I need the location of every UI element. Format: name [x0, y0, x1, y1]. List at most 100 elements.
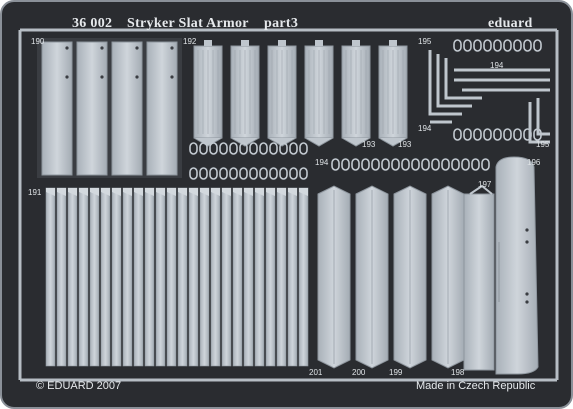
chain-link	[199, 167, 208, 180]
part-number-196: 196	[527, 158, 541, 167]
slat-bar-cap	[233, 188, 242, 196]
slat-bar-cap	[101, 188, 110, 196]
part-number-193a: 193	[362, 140, 376, 149]
slat-bar-cap	[277, 188, 286, 196]
slat-bar-cap	[211, 188, 220, 196]
part-194-195-brackets	[428, 50, 550, 144]
part-number-195a: 195	[418, 37, 432, 46]
part-number-195b: 195	[536, 140, 550, 149]
chain-link	[351, 158, 360, 171]
slat-bar-cap	[134, 188, 143, 196]
chain-link	[299, 142, 308, 155]
chain-link	[453, 39, 462, 52]
part-number-198: 198	[451, 368, 465, 377]
slat-holder-tip	[341, 137, 371, 147]
chain-link	[411, 158, 420, 171]
slat-bar-cap	[200, 188, 209, 196]
chain-link	[299, 167, 308, 180]
chain-link	[341, 158, 350, 171]
chain-link	[209, 167, 218, 180]
slat-bar	[133, 187, 144, 367]
part-190-panels	[37, 38, 182, 178]
chain-link	[249, 142, 258, 155]
chain-link	[289, 167, 298, 180]
chain-link	[279, 167, 288, 180]
chain-link	[189, 142, 198, 155]
chain-link	[441, 158, 450, 171]
chain-link	[289, 142, 298, 155]
part-number-191: 191	[28, 188, 42, 197]
slat-bar	[188, 187, 199, 367]
brand-logo-text: eduard	[488, 16, 533, 31]
slat-bar	[221, 187, 232, 367]
chain-link	[481, 158, 490, 171]
chain-link	[371, 158, 380, 171]
slat-bar	[166, 187, 177, 367]
part-number-199: 199	[389, 368, 403, 377]
part-196-198-side-plate	[463, 156, 539, 375]
slat-bar-cap	[46, 188, 55, 196]
slat-holder-tab	[389, 40, 397, 46]
slat-bar-cap	[123, 188, 132, 196]
slat-bar-cap	[178, 188, 187, 196]
chain-link	[209, 142, 218, 155]
chain-link	[523, 39, 532, 52]
slat-bar	[155, 187, 166, 367]
chain-link	[493, 39, 502, 52]
part-number-194b: 194	[418, 124, 432, 133]
chain-link	[219, 167, 228, 180]
slat-bar-cap	[57, 188, 66, 196]
slat-bar-cap	[145, 188, 154, 196]
slat-bar-cap	[156, 188, 165, 196]
slat-bar	[45, 187, 56, 367]
slat-holder-tab	[352, 40, 360, 46]
part-number-200: 200	[352, 368, 366, 377]
chain-link	[473, 128, 482, 141]
chain-link	[461, 158, 470, 171]
slat-bar	[67, 187, 78, 367]
slat-bar-cap	[266, 188, 275, 196]
chain-link	[259, 142, 268, 155]
slat-bar-cap	[112, 188, 121, 196]
part-number-194c: 194	[315, 158, 329, 167]
slat-holder-tab	[241, 40, 249, 46]
slat-bar	[243, 187, 254, 367]
slat-bar	[287, 187, 298, 367]
part-199-201-large-panels	[317, 185, 465, 369]
slat-bar-cap	[68, 188, 77, 196]
slat-bar-cap	[222, 188, 231, 196]
chain-link	[401, 158, 410, 171]
chain-link	[451, 158, 460, 171]
chain-link	[453, 128, 462, 141]
sprue-frame	[18, 28, 559, 382]
chain-link	[239, 142, 248, 155]
chain-link	[229, 167, 238, 180]
part-number-194a: 194	[490, 61, 504, 70]
slat-bar-cap	[299, 188, 308, 196]
slat-holder-tab	[204, 40, 212, 46]
slat-holder-tip	[378, 137, 408, 147]
slat-bar-cap	[167, 188, 176, 196]
slat-bar	[111, 187, 122, 367]
slat-bar-cap	[79, 188, 88, 196]
slat-bar	[122, 187, 133, 367]
chain-link	[269, 142, 278, 155]
chain-link	[249, 167, 258, 180]
slat-bar	[199, 187, 210, 367]
slat-bar	[56, 187, 67, 367]
slat-bar	[100, 187, 111, 367]
chain-link	[471, 158, 480, 171]
origin-text: Made in Czech Republic	[416, 380, 536, 392]
chain-link	[229, 142, 238, 155]
chain-link	[381, 158, 390, 171]
chain-link	[463, 128, 472, 141]
slat-holder-tip	[230, 137, 260, 147]
chain-link	[431, 158, 440, 171]
chain-link	[533, 39, 542, 52]
slat-bar-cap	[244, 188, 253, 196]
part-number-192: 192	[183, 37, 197, 46]
chain-link	[199, 142, 208, 155]
slat-bar	[232, 187, 243, 367]
